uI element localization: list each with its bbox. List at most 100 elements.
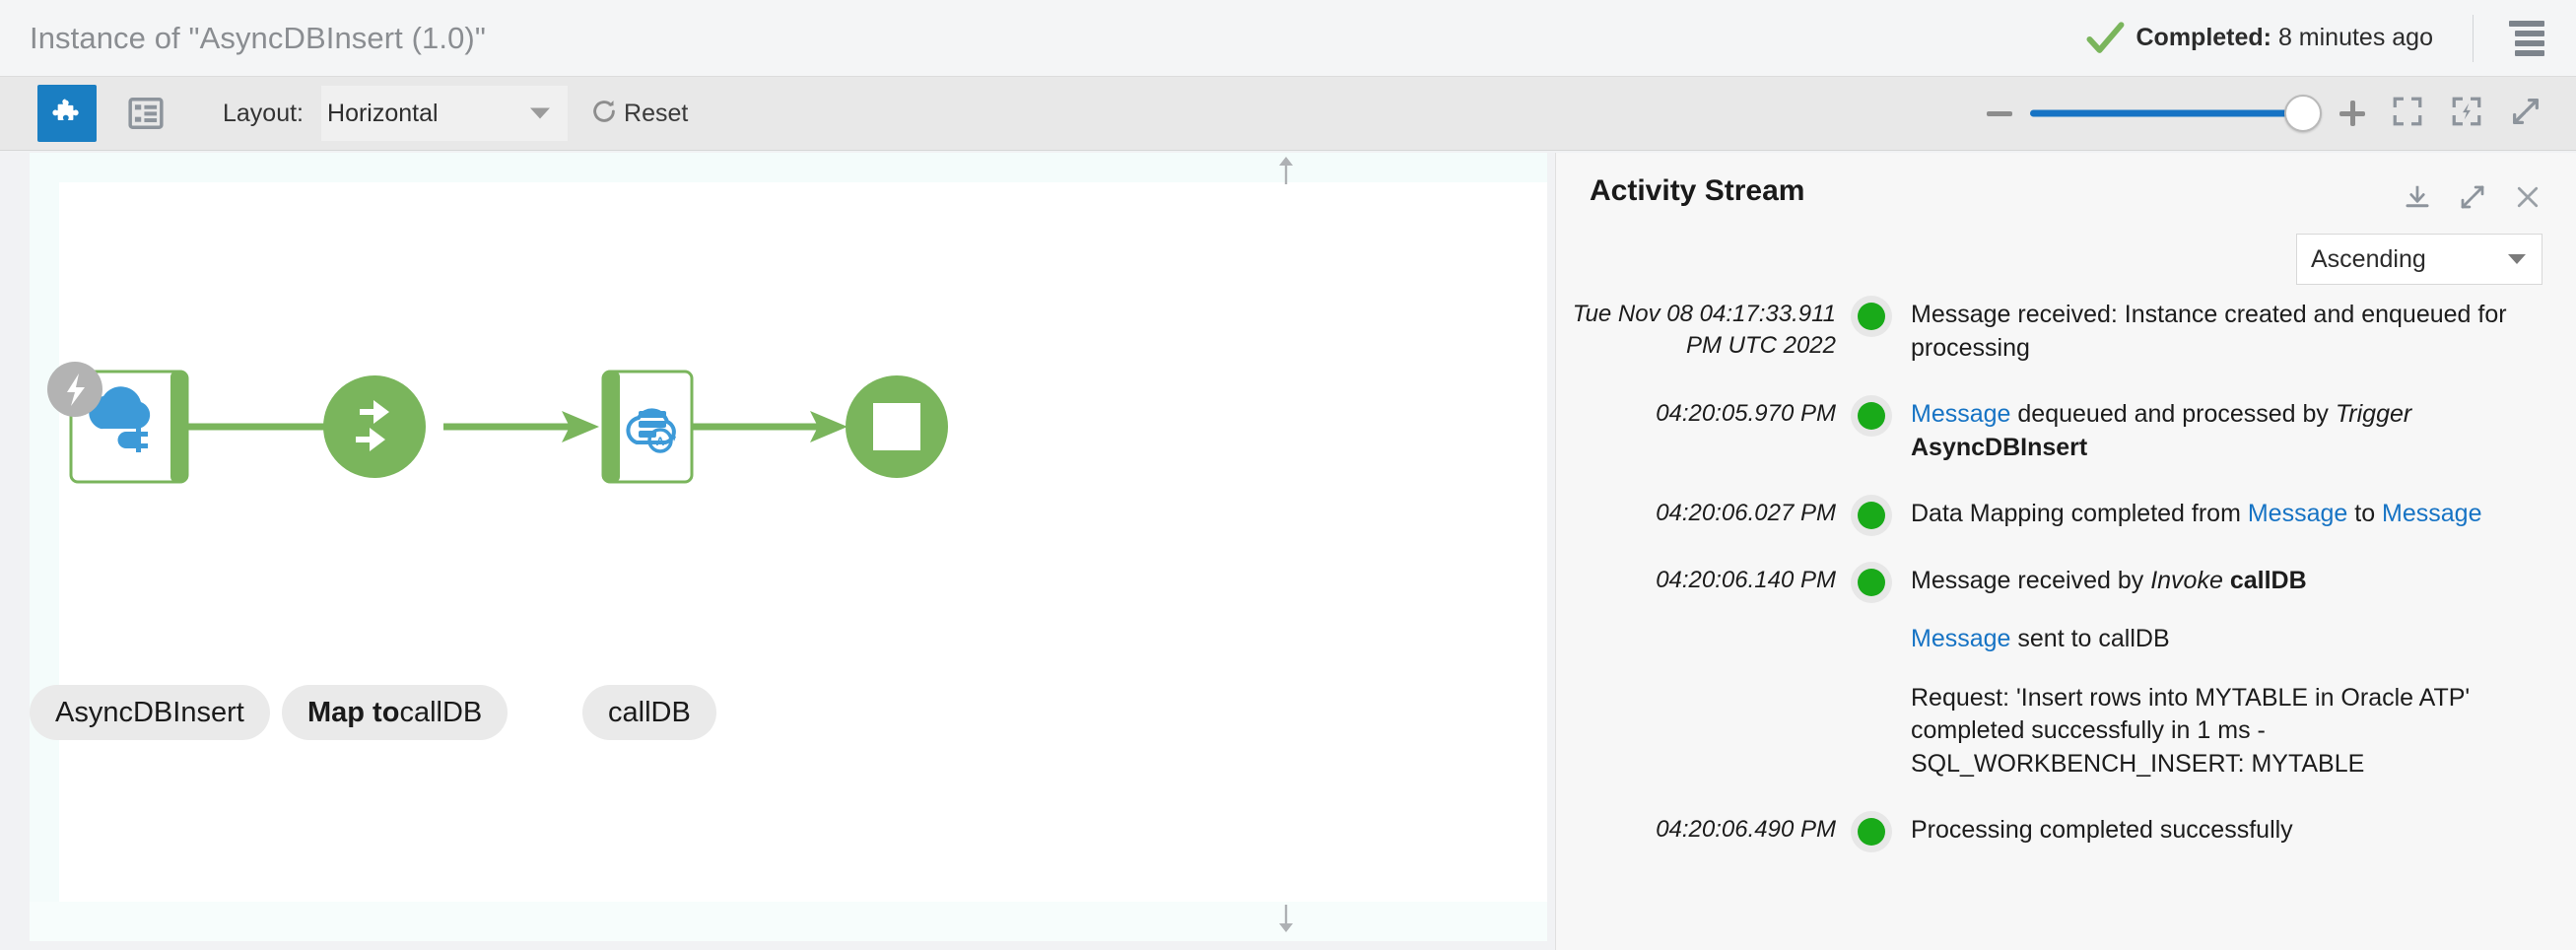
activity-entry: 04:20:06.027 PM Data Mapping completed fr…: [1556, 498, 2542, 565]
expand-diagonal-icon[interactable]: [2509, 95, 2542, 133]
node-label-invoke[interactable]: callDB: [582, 685, 716, 740]
layout-select-value: Horizontal: [327, 99, 439, 127]
activity-stream-panel: Activity Stream: [1555, 153, 2576, 950]
layout-label: Layout:: [223, 99, 305, 127]
activity-link[interactable]: Message: [2382, 500, 2482, 527]
cloud-plug-adapter-icon: [89, 386, 151, 452]
page-title: Instance of "AsyncDBInsert (1.0)": [30, 20, 486, 55]
activity-timestamp: 04:20:06.140 PM: [1656, 566, 1836, 593]
activity-text: [2223, 567, 2230, 594]
activity-link[interactable]: Message: [2247, 500, 2348, 527]
activity-timestamp: 04:20:05.970 PM: [1656, 400, 1836, 427]
node-label-map[interactable]: Map to callDB: [282, 685, 508, 740]
activity-stream-actions: [2403, 174, 2542, 217]
activity-text: sent to callDB: [2010, 625, 2170, 652]
activity-message-detail: Request: 'Insert rows into MYTABLE in Or…: [1911, 682, 2522, 781]
activity-message-detail: Message sent to callDB: [1911, 623, 2522, 656]
flow-canvas[interactable]: A AsyncDBInsert Map to callDB callDB: [30, 153, 1547, 941]
activity-text: to: [2347, 500, 2383, 527]
reset-button-label: Reset: [624, 99, 689, 127]
node-label-trigger-text: AsyncDBInsert: [55, 696, 244, 728]
activity-link[interactable]: Message: [1911, 625, 2011, 652]
activity-message: Data Mapping completed from Message to M…: [1891, 498, 2522, 565]
node-label-map-bold: Map to: [307, 696, 400, 728]
fit-to-screen-icon[interactable]: [2391, 95, 2424, 133]
close-x-icon[interactable]: [2513, 182, 2542, 217]
top-header: Instance of "AsyncDBInsert (1.0)" Comple…: [0, 0, 2576, 76]
flow-diagram: A: [47, 362, 948, 484]
activity-status-dot: [1858, 568, 1885, 596]
node-map[interactable]: [323, 375, 426, 478]
node-invoke[interactable]: A: [601, 370, 694, 484]
activity-bold-text: AsyncDBInsert: [1911, 433, 2088, 461]
zoom-slider-fill: [2030, 109, 2316, 117]
activity-timestamp: Tue Nov 08 04:17:33.911 PM UTC 2022: [1572, 301, 1836, 359]
lightning-bolt-badge-icon: [47, 362, 102, 417]
canvas-edge-left: [30, 153, 59, 941]
diagram-toolbar: Layout: Horizontal Reset: [0, 76, 2576, 151]
reset-button[interactable]: Reset: [589, 97, 688, 131]
zoom-controls: [1987, 95, 2576, 133]
svg-text:A: A: [656, 435, 665, 448]
plus-icon[interactable]: [2339, 101, 2365, 126]
layout-select[interactable]: Horizontal: [321, 86, 569, 141]
header-status-area: Completed: 8 minutes ago: [2083, 0, 2576, 76]
activity-italic-text: Invoke: [2150, 566, 2223, 594]
activity-message: Message received: Instance created and e…: [1891, 299, 2522, 398]
activity-text: dequeued and processed by: [2010, 400, 2336, 428]
activity-timestamp: 04:20:06.490 PM: [1656, 816, 1836, 843]
activity-entry: Tue Nov 08 04:17:33.911 PM UTC 2022 Messa…: [1556, 299, 2542, 398]
data-mapping-arrows-icon: [356, 400, 389, 451]
oracle-atp-cloud-database-icon: A: [626, 408, 676, 453]
activity-text: Processing completed successfully: [1911, 816, 2293, 844]
activity-status-dot: [1858, 402, 1885, 430]
zoom-slider-thumb[interactable]: [2284, 95, 2322, 132]
activity-text: Data Mapping completed from: [1911, 500, 2248, 527]
activity-status-dot: [1858, 502, 1885, 529]
node-label-trigger[interactable]: AsyncDBInsert: [30, 685, 270, 740]
connector-map-to-invoke: [443, 411, 599, 442]
activity-message: Processing completed successfully: [1891, 814, 2522, 881]
expand-diagonal-icon[interactable]: [2458, 182, 2487, 217]
fit-selection-icon[interactable]: [2450, 95, 2483, 133]
activity-text: Request: 'Insert rows into MYTABLE in Or…: [1911, 683, 2471, 778]
activity-message: Message dequeued and processed by Trigge…: [1891, 398, 2522, 498]
activity-italic-text: Trigger: [2335, 400, 2412, 428]
activity-message: Message received by Invoke callDB Message…: [1891, 565, 2522, 815]
zoom-slider[interactable]: [2030, 95, 2322, 132]
hamburger-menu-icon[interactable]: [2509, 19, 2548, 58]
status-value: 8 minutes ago: [2271, 24, 2433, 51]
activity-status-dot: [1858, 303, 1885, 330]
arrow-up-icon[interactable]: [1273, 155, 1299, 191]
canvas-edge-bottom: [30, 902, 1547, 941]
check-icon: [2083, 17, 2127, 60]
connector-invoke-to-end: [692, 411, 847, 442]
activity-entry: 04:20:05.970 PM Message dequeued and proc…: [1556, 398, 2542, 498]
chevron-down-icon: [2508, 254, 2526, 264]
sort-order-select[interactable]: Ascending: [2296, 234, 2542, 285]
node-label-map-rest: callDB: [399, 696, 483, 728]
activity-bold-text: callDB: [2229, 566, 2307, 594]
node-trigger[interactable]: [47, 362, 189, 484]
activity-entry: 04:20:06.140 PM Message received by Invok…: [1556, 564, 2542, 815]
node-end[interactable]: [846, 375, 948, 478]
activity-text: Message received: Instance created and e…: [1911, 301, 2507, 362]
node-label-invoke-text: callDB: [608, 696, 691, 728]
list-view-icon[interactable]: [116, 85, 175, 142]
puzzle-piece-icon[interactable]: [37, 85, 97, 142]
minus-icon[interactable]: [1987, 110, 2012, 116]
activity-status-dot: [1858, 818, 1885, 846]
activity-stream-title: Activity Stream: [1590, 174, 1805, 207]
activity-link[interactable]: Message: [1911, 400, 2011, 428]
download-icon[interactable]: [2403, 182, 2432, 217]
status-label: Completed:: [2135, 24, 2272, 51]
arrow-down-icon[interactable]: [1273, 903, 1299, 939]
sort-order-value: Ascending: [2311, 244, 2426, 273]
activity-timestamp: 04:20:06.027 PM: [1656, 500, 1836, 526]
header-divider: [2473, 14, 2474, 62]
activity-text: Message received by: [1911, 566, 2151, 594]
status-badge: Completed: 8 minutes ago: [2136, 24, 2434, 52]
activity-entry: 04:20:06.490 PM Processing completed succ…: [1556, 814, 2542, 881]
canvas-edge-top: [30, 153, 1547, 182]
